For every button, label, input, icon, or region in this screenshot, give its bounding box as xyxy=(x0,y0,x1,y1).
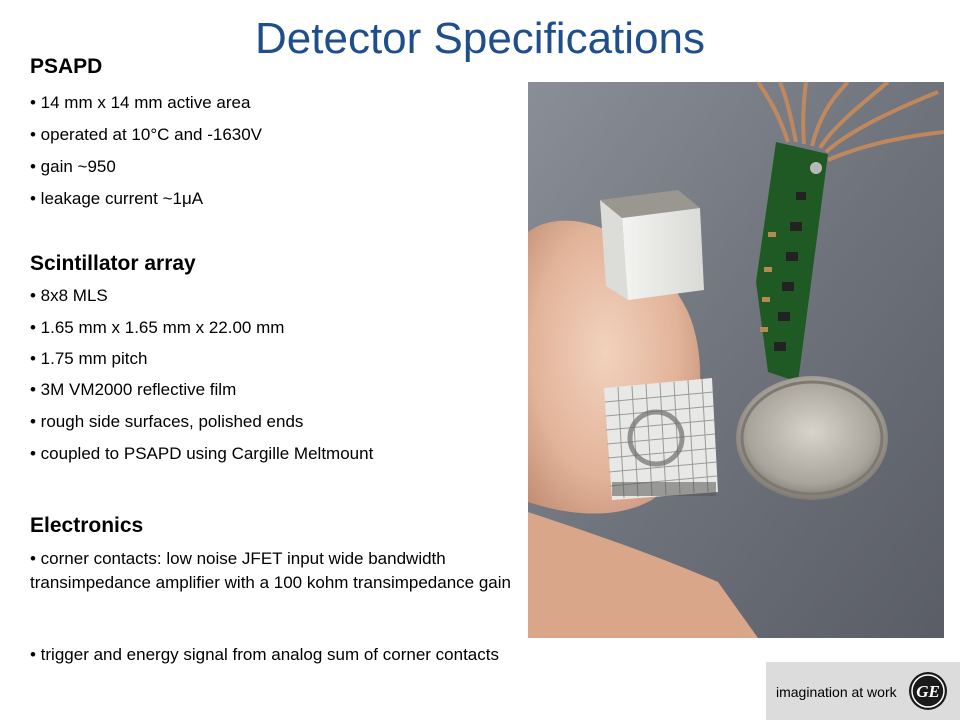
slide-title: Detector Specifications xyxy=(255,14,705,63)
psapd-bullet: • leakage current ~1μA xyxy=(30,189,204,208)
detector-photo xyxy=(528,82,944,638)
psapd-bullet: • operated at 10°C and -1630V xyxy=(30,125,263,144)
section-heading-electronics: Electronics xyxy=(30,514,144,537)
scintillator-bullet: • 3M VM2000 reflective film xyxy=(30,380,237,399)
ge-logo: imagination at work GE xyxy=(776,672,947,710)
scintillator-bullet: • rough side surfaces, polished ends xyxy=(30,412,304,431)
ge-logo-bar: imagination at work GE xyxy=(766,662,960,720)
scintillator-bullet: • coupled to PSAPD using Cargille Meltmo… xyxy=(30,444,374,463)
electronics-bullet: • corner contacts: low noise JFET input … xyxy=(30,549,511,592)
scintillator-bullet: • 8x8 MLS xyxy=(30,286,108,305)
section-heading-psapd: PSAPD xyxy=(30,55,103,78)
psapd-bullet: • 14 mm x 14 mm active area xyxy=(30,93,251,112)
psapd-bullet: • gain ~950 xyxy=(30,157,116,176)
ge-tagline: imagination at work xyxy=(776,684,898,700)
ge-monogram-text: GE xyxy=(916,682,940,701)
scintillator-bullet: • 1.75 mm pitch xyxy=(30,349,148,368)
electronics-bullet: • trigger and energy signal from analog … xyxy=(30,645,499,664)
ge-monogram-icon xyxy=(909,672,947,710)
section-heading-scintillator: Scintillator array xyxy=(30,252,196,275)
scintillator-bullet: • 1.65 mm x 1.65 mm x 22.00 mm xyxy=(30,318,285,337)
